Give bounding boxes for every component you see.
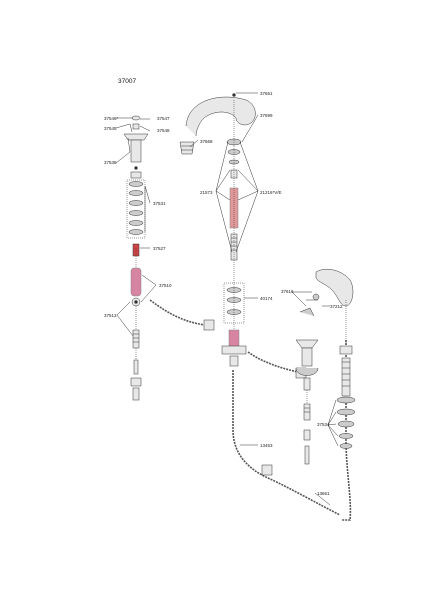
part-label-21216ve: 21216*V/E xyxy=(260,190,282,195)
part-label-37651: 37651 xyxy=(260,91,273,96)
center-spout-assembly xyxy=(179,93,256,367)
part-label-37546: 37546* xyxy=(104,116,119,121)
part-label-37616: 37616 xyxy=(281,289,294,294)
part-label-37513: 37513 xyxy=(104,313,117,318)
right-handle-assembly xyxy=(295,339,319,465)
part-label-37531: 37531 xyxy=(153,201,166,206)
hand-shower-assembly xyxy=(299,269,356,449)
part-label-13453: 13453 xyxy=(260,443,273,448)
part-label-37545: 37545 xyxy=(104,126,117,131)
part-label-37699: 37699 xyxy=(260,113,273,118)
part-label-37527: 37527 xyxy=(153,246,166,251)
part-label-37548: 37548 xyxy=(157,128,170,133)
part-label-37547: 37547 xyxy=(157,116,170,121)
part-label-37534: 37534 xyxy=(317,422,330,427)
part-label-37510: 37510 xyxy=(159,283,172,288)
part-label-13661: 13661 xyxy=(317,491,330,496)
part-label-37668: 37668 xyxy=(200,139,213,144)
part-label-37212: 37212 xyxy=(330,304,343,309)
left-handle-assembly xyxy=(123,115,149,401)
part-label-40174: 40174 xyxy=(260,296,273,301)
diagram-title: 37007 xyxy=(118,78,137,85)
part-label-37538: 37538 xyxy=(104,160,117,165)
part-label-21573: 21573 xyxy=(200,190,213,195)
supply-hoses xyxy=(149,299,352,521)
